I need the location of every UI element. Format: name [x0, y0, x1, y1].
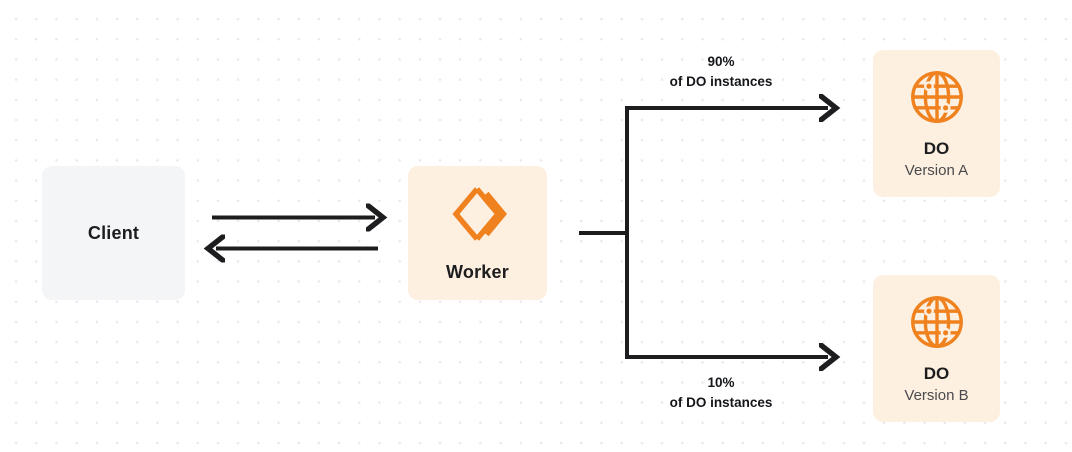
- node-client[interactable]: Client: [42, 166, 185, 300]
- node-do-version-b[interactable]: DO Version B: [873, 275, 1000, 422]
- node-client-label: Client: [87, 222, 140, 243]
- node-do-version-a[interactable]: DO Version A: [873, 50, 1000, 197]
- edge-label-do-a-percent: 90%: [707, 54, 735, 69]
- edge-label-do-b-percent: 10%: [707, 375, 735, 390]
- globe-icon: [907, 67, 967, 127]
- cloudflare-workers-icon: [447, 183, 509, 245]
- edge-label-do-b: 10% of DO instances: [636, 373, 806, 412]
- node-do-b-sublabel: Version B: [904, 386, 969, 404]
- edge-label-do-a-caption: of DO instances: [669, 73, 773, 89]
- node-do-b-label: DO: [923, 363, 950, 383]
- node-worker[interactable]: Worker: [408, 166, 547, 300]
- edge-label-do-a: 90% of DO instances: [636, 52, 806, 91]
- node-worker-label: Worker: [446, 261, 509, 282]
- globe-icon: [907, 292, 967, 352]
- edge-label-do-b-caption: of DO instances: [669, 394, 773, 410]
- node-do-a-label: DO: [923, 138, 950, 158]
- node-do-a-sublabel: Version A: [904, 161, 969, 179]
